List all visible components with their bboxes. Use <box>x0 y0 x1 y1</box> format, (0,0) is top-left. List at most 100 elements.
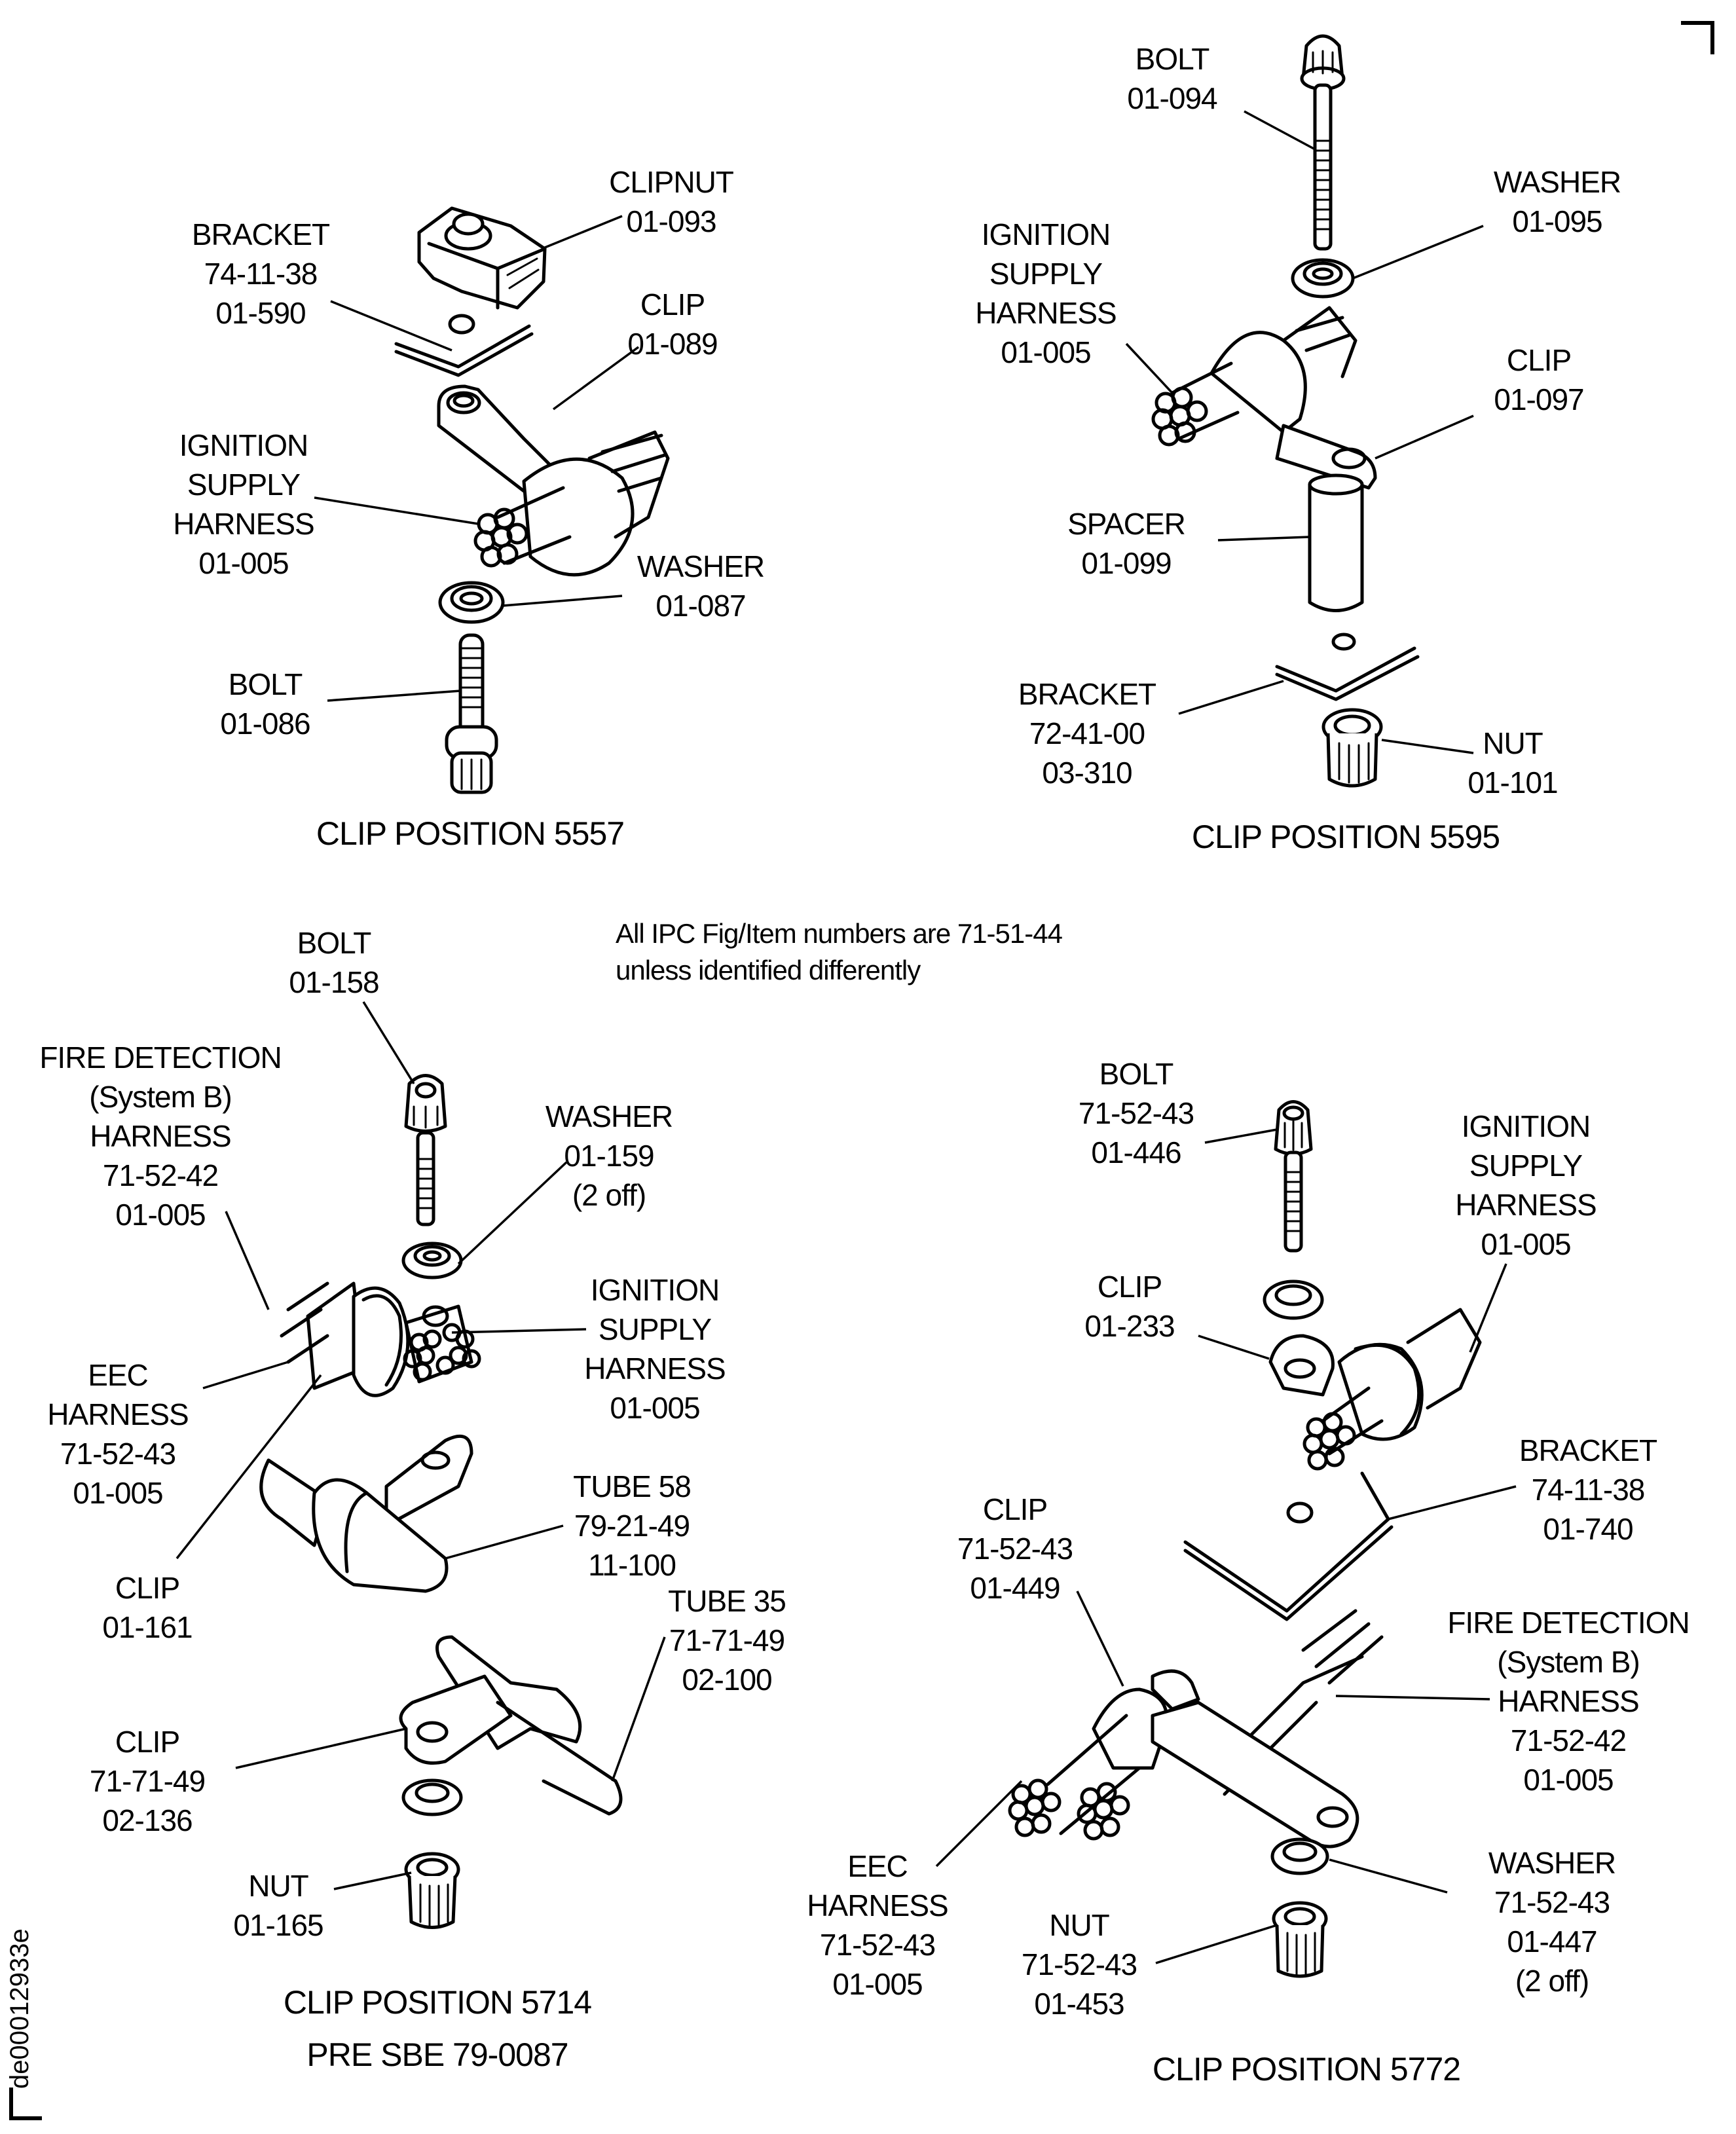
view-5595-leaders <box>1125 110 1484 754</box>
leader-bolt <box>327 690 461 702</box>
leader-clip-71-71-49 <box>235 1727 407 1769</box>
leader-bolt <box>362 1001 415 1084</box>
leader-fire-detection-harness <box>225 1211 270 1310</box>
clip-tube35-drawing <box>399 1635 623 1816</box>
leader-ignition-harness <box>314 496 479 525</box>
leader-clip <box>552 346 640 411</box>
figure-id: de00012933e <box>5 1928 34 2089</box>
corner-mark-top-right <box>1681 21 1714 54</box>
leader-washer <box>502 595 623 607</box>
harness-bundle-drawing <box>473 486 572 568</box>
bracket-drawing <box>1275 633 1420 701</box>
nut-drawing <box>404 1852 460 1929</box>
leader-eec-harness <box>935 1780 1023 1867</box>
leader-bracket <box>1178 680 1284 715</box>
leader-washer <box>1352 225 1484 280</box>
corner-mark-bottom-left <box>9 2088 42 2120</box>
washer-lower-drawing <box>401 1778 463 1816</box>
bolt-drawing <box>445 633 498 794</box>
leader-clip-01-449 <box>1076 1591 1124 1687</box>
leader-bracket <box>330 300 452 352</box>
clipnut-drawing <box>417 206 547 310</box>
caption-5557: CLIP POSITION 5557 <box>316 815 625 852</box>
leader-washer <box>457 1161 568 1265</box>
leader-nut <box>1155 1924 1278 1964</box>
leader-clip-01-233 <box>1198 1334 1270 1360</box>
leader-bolt <box>1204 1128 1278 1144</box>
clip-and-harness-drawing <box>280 1281 481 1397</box>
caption-5595: CLIP POSITION 5595 <box>1191 819 1500 855</box>
leader-washer <box>1329 1858 1448 1894</box>
view-5714-leaders <box>175 1001 666 1890</box>
bolt-drawing <box>1300 34 1346 251</box>
view-5772-leaders <box>935 1128 1517 1964</box>
washer-drawing <box>1291 258 1355 299</box>
leader-eec-harness <box>202 1361 289 1389</box>
leader-tube58 <box>445 1524 564 1560</box>
leader-ignition-harness <box>1125 342 1173 394</box>
bolt-drawing <box>1274 1100 1313 1253</box>
washer-drawing <box>401 1242 463 1279</box>
leader-spacer <box>1217 536 1310 542</box>
leader-fire-detection-harness <box>1335 1695 1490 1701</box>
view-5772-art <box>1008 1100 1482 1978</box>
leader-nut <box>1381 739 1474 754</box>
leader-ignition-harness <box>1469 1263 1507 1353</box>
view-5557-art <box>394 206 670 794</box>
leader-ignition-harness <box>451 1328 587 1334</box>
clip-tube58-drawing <box>259 1434 473 1593</box>
leader-tube35 <box>611 1636 666 1782</box>
view-5714-art <box>259 1074 623 1929</box>
washer-drawing <box>1263 1279 1324 1320</box>
nut-drawing <box>1321 708 1383 788</box>
leader-clip-01-161 <box>175 1374 322 1560</box>
bracket-drawing <box>1183 1471 1394 1621</box>
view-5595-art <box>1151 34 1420 788</box>
nut-drawing <box>1272 1901 1328 1978</box>
bolt-drawing <box>404 1074 447 1226</box>
leader-clip <box>1375 414 1474 460</box>
harness-bundle-drawing <box>1151 361 1240 447</box>
bracket-drawing <box>394 314 534 377</box>
caption-5772: CLIP POSITION 5772 <box>1152 2051 1461 2088</box>
leader-clipnut <box>544 215 623 249</box>
clip-449-drawing <box>1008 1609 1384 1849</box>
leader-bolt <box>1244 110 1316 151</box>
clip-drawing <box>437 384 670 577</box>
spacer-drawing <box>1308 473 1364 612</box>
clip-and-harness-drawing <box>1268 1308 1482 1471</box>
washer-lower-drawing <box>1270 1837 1329 1875</box>
washer-drawing <box>438 581 505 624</box>
leader-nut <box>333 1871 412 1890</box>
clip-drawing <box>1210 306 1377 490</box>
